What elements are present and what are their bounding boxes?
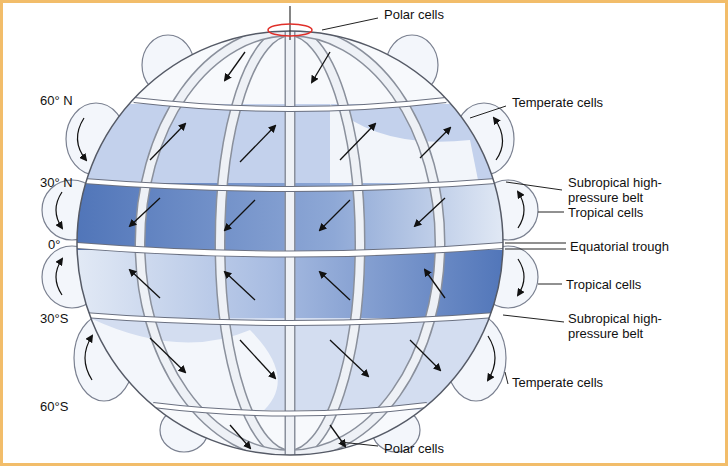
wind-arrow: [420, 128, 450, 158]
leader-line: [340, 442, 378, 446]
cell-label: Polar cells: [384, 441, 444, 456]
leader-line: [505, 372, 508, 384]
wind-arrow: [312, 52, 330, 82]
latitude-gap-edge: [70, 314, 510, 323]
cell-label: Tropical cells: [568, 205, 643, 220]
wind-arrow: [330, 340, 368, 376]
latitude-label: 30° N: [40, 175, 73, 190]
belt-label: Subropical high-pressure belt: [568, 311, 696, 341]
latitude-gap: [134, 100, 446, 109]
wind-arrow: [320, 272, 350, 300]
latitude-label: 30°S: [40, 311, 68, 326]
wind-arrow: [320, 200, 350, 230]
wind-arrow: [425, 270, 445, 298]
meridian-bar: [140, 31, 440, 455]
wind-arrow: [225, 272, 255, 300]
circulation-arrow: [56, 192, 62, 228]
circulation-arrow: [488, 336, 495, 380]
circulation-arrow: [494, 118, 503, 160]
wind-arrow: [225, 52, 245, 80]
meridian-edge: [220, 31, 360, 455]
leader-line: [505, 249, 566, 250]
wind-arrow: [230, 425, 250, 448]
wind-arrow: [415, 198, 445, 226]
meridian-edge: [140, 31, 440, 455]
latitude-gap: [70, 180, 510, 189]
cell-label: Temperate cells: [512, 95, 603, 110]
wind-arrow: [225, 200, 255, 230]
wind-arrow: [150, 124, 185, 160]
cell-label: Temperate cells: [512, 375, 603, 390]
wind-arrow: [240, 340, 275, 378]
latitude-gap-edge: [70, 245, 510, 254]
wind-arrow: [340, 124, 375, 160]
wind-arrow: [410, 340, 440, 370]
circulation-arrow: [56, 259, 62, 295]
trough-label: Equatorial trough: [570, 239, 669, 254]
latitude-label: 0°: [48, 237, 60, 252]
latitude-divisions: [70, 100, 510, 414]
circulation-arrow: [518, 192, 524, 228]
latitude-gap: [70, 314, 510, 323]
wind-arrow: [150, 338, 185, 372]
leader-line: [506, 182, 562, 190]
meridian-bar: [286, 30, 294, 456]
circulation-arrow: [518, 259, 524, 295]
wind-arrows: [130, 52, 450, 448]
rotation-axis: [289, 6, 290, 40]
leader-line: [505, 243, 566, 244]
latitude-gap: [153, 405, 427, 414]
belt-label: Subropical high-pressure belt: [568, 175, 696, 205]
latitude-gap-edge: [153, 405, 427, 414]
rotation-symbol: [268, 24, 312, 36]
leader-line: [538, 284, 562, 285]
latitude-gap-edge: [134, 100, 446, 109]
globe-outline: [77, 31, 503, 455]
meridian-edge: [285, 30, 296, 456]
wind-arrow: [330, 425, 345, 446]
wind-arrow: [130, 198, 160, 226]
circulation-arrow: [77, 118, 86, 160]
meridian-bar: [220, 31, 360, 455]
latitude-gap: [70, 245, 510, 254]
globe-bands: [70, 28, 510, 460]
meridian-bars: [140, 30, 440, 456]
cell-label: Polar cells: [384, 7, 444, 22]
circulation-arrow: [85, 336, 92, 380]
leader-line: [503, 315, 564, 322]
latitude-gap-edge: [70, 180, 510, 189]
leader-line: [538, 212, 564, 213]
wind-arrow: [240, 126, 275, 162]
leader-line: [322, 18, 378, 30]
leader-line: [470, 106, 506, 118]
latitude-label: 60° N: [40, 93, 73, 108]
latitude-label: 60°S: [40, 399, 68, 414]
cell-label: Tropical cells: [566, 277, 641, 292]
wind-arrow: [130, 270, 160, 298]
